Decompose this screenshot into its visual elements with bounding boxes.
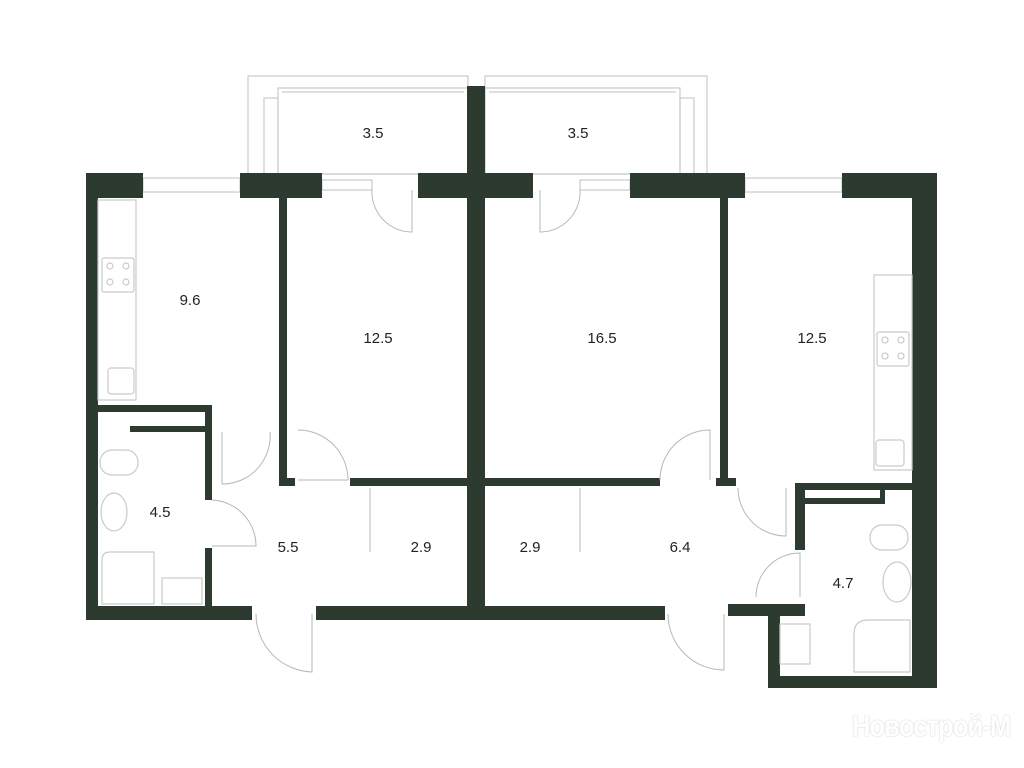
area-balcony-right: 3.5 <box>568 125 589 142</box>
fixtures <box>97 199 913 673</box>
area-bathroom-left: 4.5 <box>150 504 171 521</box>
area-bedroom-left: 12.5 <box>363 330 392 347</box>
area-balcony-left: 3.5 <box>363 125 384 142</box>
watermark: Новострой-М <box>851 710 1011 743</box>
area-hallway-right: 6.4 <box>670 539 691 556</box>
area-storage-right: 2.9 <box>520 539 541 556</box>
area-kitchen-right: 12.5 <box>797 330 826 347</box>
area-kitchen: 9.6 <box>180 292 201 309</box>
area-living-room: 16.5 <box>587 330 616 347</box>
area-hallway-left: 5.5 <box>278 539 299 556</box>
area-storage-left: 2.9 <box>411 539 432 556</box>
area-bathroom-right: 4.7 <box>833 575 854 592</box>
walls <box>86 86 937 688</box>
area-labels: 3.5 3.5 9.6 12.5 16.5 12.5 4.5 5.5 2.9 2… <box>150 125 854 592</box>
door-swings <box>211 189 801 673</box>
